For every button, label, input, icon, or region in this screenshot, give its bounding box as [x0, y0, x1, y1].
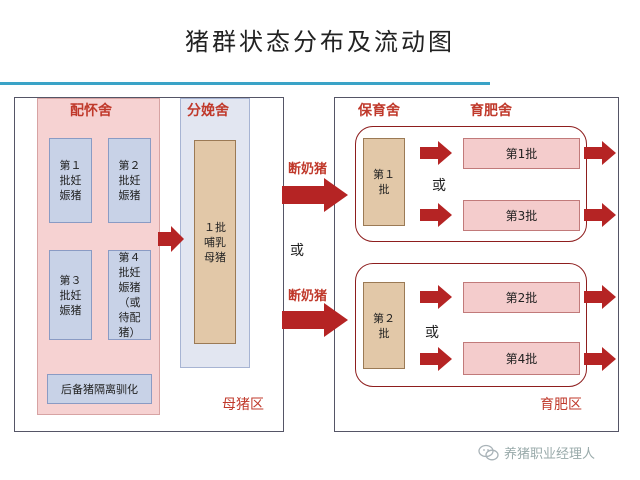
nursery-batch-card-1: 第１ 批 — [363, 138, 405, 226]
arrow-to-batch-1 — [420, 141, 452, 165]
page-title: 猪群状态分布及流动图 — [185, 28, 455, 56]
arrow-out-batch-4 — [584, 347, 616, 371]
lactating-sow-card: １批 哺乳 母猪 — [194, 140, 236, 344]
arrow-to-batch-2 — [420, 285, 452, 309]
finishing-batch-3: 第3批 — [463, 200, 580, 231]
arrow-out-batch-2 — [584, 285, 616, 309]
arrow-to-batch-4 — [420, 347, 452, 371]
pregnant-sow-card-2: 第２ 批妊 娠猪 — [108, 138, 151, 223]
pregnant-sow-card-1: 第１ 批妊 娠猪 — [49, 138, 92, 223]
pregnancy-barn-label: 配怀舍 — [70, 103, 112, 119]
or-text-2: 或 — [425, 325, 439, 341]
nursery-label: 保育舍 — [358, 103, 400, 119]
nursery-batch-card-2: 第２ 批 — [363, 282, 405, 369]
finishing-batch-2: 第2批 — [463, 282, 580, 313]
farrowing-barn-label: 分娩舍 — [187, 103, 229, 119]
pregnant-sow-card-4: 第４ 批妊 娠猪 （或 待配 猪） — [108, 250, 151, 340]
group-2-enclosure — [355, 263, 587, 387]
arrow-out-batch-3 — [584, 203, 616, 227]
weaning-label-2: 断奶猪 — [288, 289, 328, 304]
grow-area-label: 育肥区 — [540, 397, 582, 413]
arrow-weaning-2 — [282, 303, 348, 337]
sow-area-label: 母猪区 — [222, 397, 264, 413]
gilt-isolation-card: 后备猪隔离驯化 — [47, 374, 152, 404]
or-text-center: 或 — [290, 243, 304, 259]
finishing-label: 育肥舍 — [470, 103, 512, 119]
wechat-icon — [478, 444, 499, 460]
footer-watermark: 养猪职业经理人 — [478, 443, 595, 462]
arrow-out-batch-1 — [584, 141, 616, 165]
arrow-to-batch-3 — [420, 203, 452, 227]
weaning-label-1: 断奶猪 — [288, 162, 328, 177]
arrow-weaning-1 — [282, 178, 348, 212]
finishing-batch-4: 第4批 — [463, 342, 580, 375]
group-1-enclosure — [355, 126, 587, 242]
footer-brand: 养猪职业经理人 — [504, 447, 596, 462]
or-text-1: 或 — [432, 178, 446, 194]
finishing-batch-1: 第1批 — [463, 138, 580, 169]
title-divider — [0, 82, 490, 85]
arrow-pregnancy-to-farrowing — [158, 226, 184, 252]
pregnant-sow-card-3: 第３ 批妊 娠猪 — [49, 250, 92, 340]
